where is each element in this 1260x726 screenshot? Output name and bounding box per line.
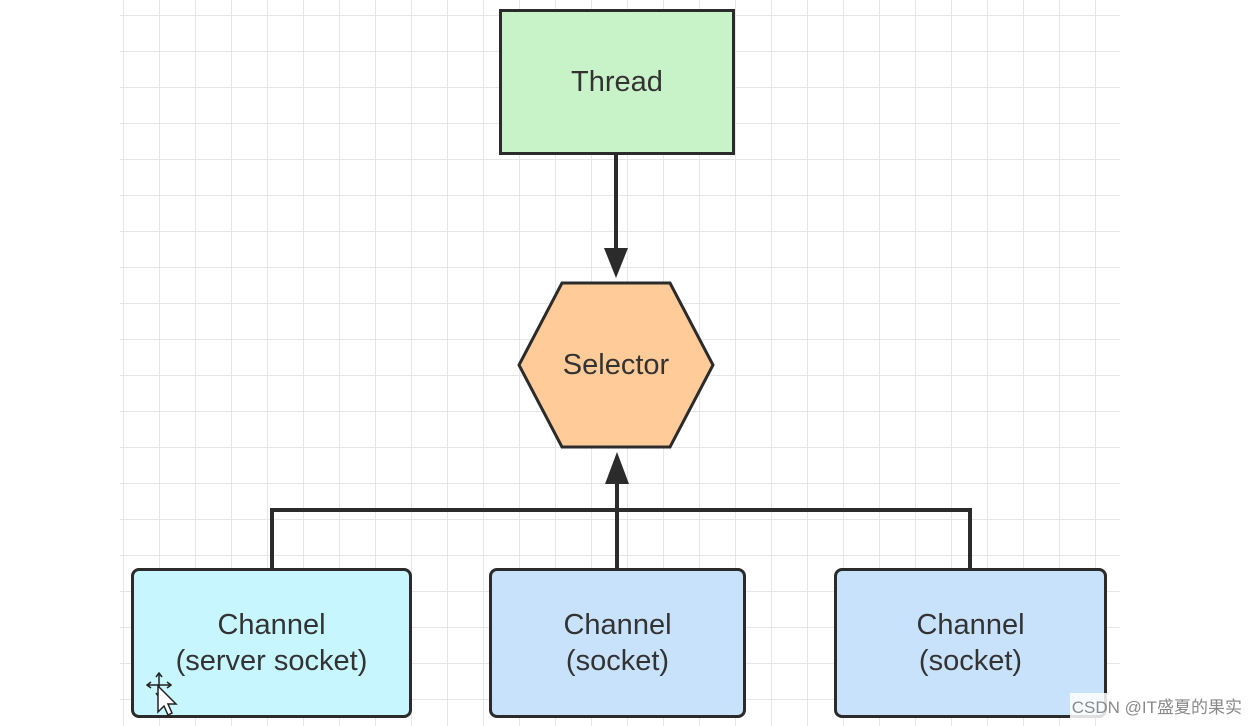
thread-node: Thread: [499, 9, 735, 155]
channel-socket-node-2: Channel (socket): [834, 568, 1107, 718]
channel-socket-node-1: Channel (socket): [489, 568, 746, 718]
channels-to-selector-arrowhead: [605, 452, 629, 484]
thread-to-selector-arrowhead: [604, 248, 628, 278]
channel-server-socket-node: Channel (server socket): [131, 568, 412, 718]
selector-hexagon: [517, 281, 715, 449]
channel-server-title: Channel: [217, 609, 326, 641]
selector-node: Selector: [516, 280, 716, 450]
channel-socket-1-title: Channel: [563, 609, 672, 641]
channel-socket-2-title: Channel: [916, 609, 1025, 641]
channel-socket-1-subtitle: (socket): [565, 645, 670, 677]
move-cursor-icon: [146, 672, 178, 716]
channel-server-subtitle: (server socket): [175, 645, 368, 677]
selector-label: Selector: [562, 348, 670, 381]
thread-label: Thread: [571, 66, 663, 98]
watermark-text: CSDN @IT盛夏的果实: [1069, 693, 1244, 718]
channel-socket-2-subtitle: (socket): [918, 645, 1023, 677]
